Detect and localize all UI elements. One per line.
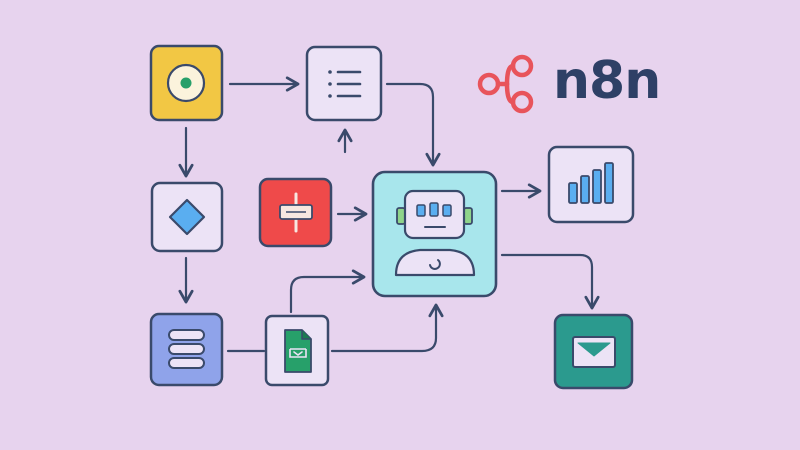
connector-sheet-to-ai-lower: [330, 303, 444, 353]
database-node[interactable]: [149, 312, 224, 387]
spreadsheet-icon: [284, 329, 312, 373]
list-icon: [328, 70, 362, 98]
n8n-logo-icon: [477, 54, 534, 114]
envelope-icon: [572, 336, 616, 368]
filter-node[interactable]: [258, 177, 333, 248]
bar-chart-icon: [568, 162, 614, 204]
connector-list-to-ai: [385, 82, 441, 167]
list-node[interactable]: [305, 45, 383, 122]
decision-node[interactable]: [150, 181, 224, 253]
analytics-node[interactable]: [547, 145, 635, 224]
database-icon: [168, 329, 205, 369]
diamond-icon: [168, 198, 206, 236]
email-node[interactable]: [553, 313, 634, 390]
record-icon: [166, 63, 206, 103]
connector-sheet-to-ai-upper: [289, 269, 366, 314]
robot-icon: [394, 189, 476, 277]
filter-icon: [279, 192, 313, 233]
connector-ai-to-email: [500, 253, 600, 310]
ai-agent-node[interactable]: [371, 170, 498, 298]
brand: n8n: [473, 51, 673, 115]
brand-name: n8n: [553, 51, 661, 111]
spreadsheet-node[interactable]: [264, 314, 330, 387]
trigger-node[interactable]: [149, 44, 224, 122]
